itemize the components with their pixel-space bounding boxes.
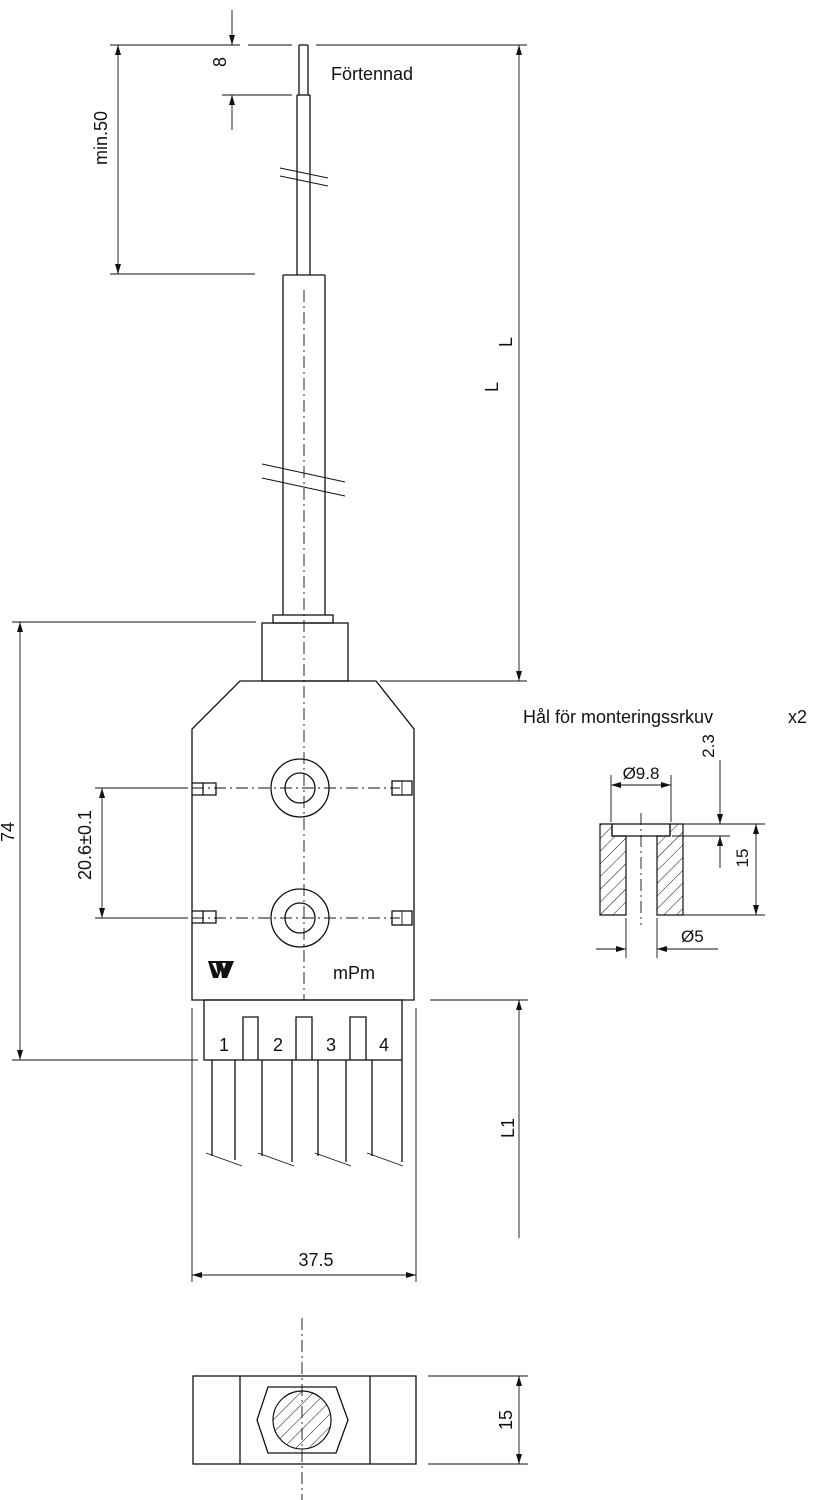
dim-8 bbox=[222, 10, 292, 130]
dim-width bbox=[191, 1008, 417, 1282]
w-logo-icon bbox=[208, 961, 234, 978]
hole-dia-inner-label: Ø5 bbox=[681, 927, 704, 946]
terminal-3-label: 3 bbox=[326, 1035, 336, 1055]
dim-pitch bbox=[95, 787, 188, 919]
dim-8-label: 8 bbox=[210, 57, 230, 67]
terminal-2-label: 2 bbox=[273, 1035, 283, 1055]
dim-L bbox=[316, 44, 527, 682]
dim-min50 bbox=[110, 44, 255, 275]
dim-pitch-label: 20.6±0.1 bbox=[75, 810, 95, 880]
dim-L1-label: L1 bbox=[498, 1118, 518, 1138]
hole-counterbore-label: 2.3 bbox=[699, 734, 718, 758]
hole-section bbox=[596, 760, 765, 958]
bottom-view bbox=[192, 1318, 528, 1500]
dim-width-label: 37.5 bbox=[298, 1250, 333, 1270]
cable bbox=[261, 44, 346, 624]
dim-L1 bbox=[430, 999, 528, 1238]
dim-L-label: L bbox=[496, 337, 516, 347]
hole-height-label: 15 bbox=[733, 849, 752, 868]
dim-min50-label: min.50 bbox=[91, 111, 111, 165]
dim-74 bbox=[12, 621, 256, 1061]
terminal-block bbox=[203, 999, 404, 1167]
tinned-label: Förtennad bbox=[331, 64, 413, 84]
hole-detail-title: Hål för monteringssrkuv bbox=[523, 707, 713, 727]
brand-label: mPm bbox=[333, 963, 375, 983]
dim-L2-label: L bbox=[482, 382, 502, 392]
terminal-4-label: 4 bbox=[379, 1035, 389, 1055]
hole-dia-outer-label: Ø9.8 bbox=[623, 764, 660, 783]
dim-74-label: 74 bbox=[0, 822, 18, 842]
dim-depth-label: 15 bbox=[496, 1410, 516, 1430]
switch-body bbox=[170, 622, 415, 1001]
hole-detail-count: x2 bbox=[788, 707, 807, 727]
terminal-1-label: 1 bbox=[219, 1035, 229, 1055]
